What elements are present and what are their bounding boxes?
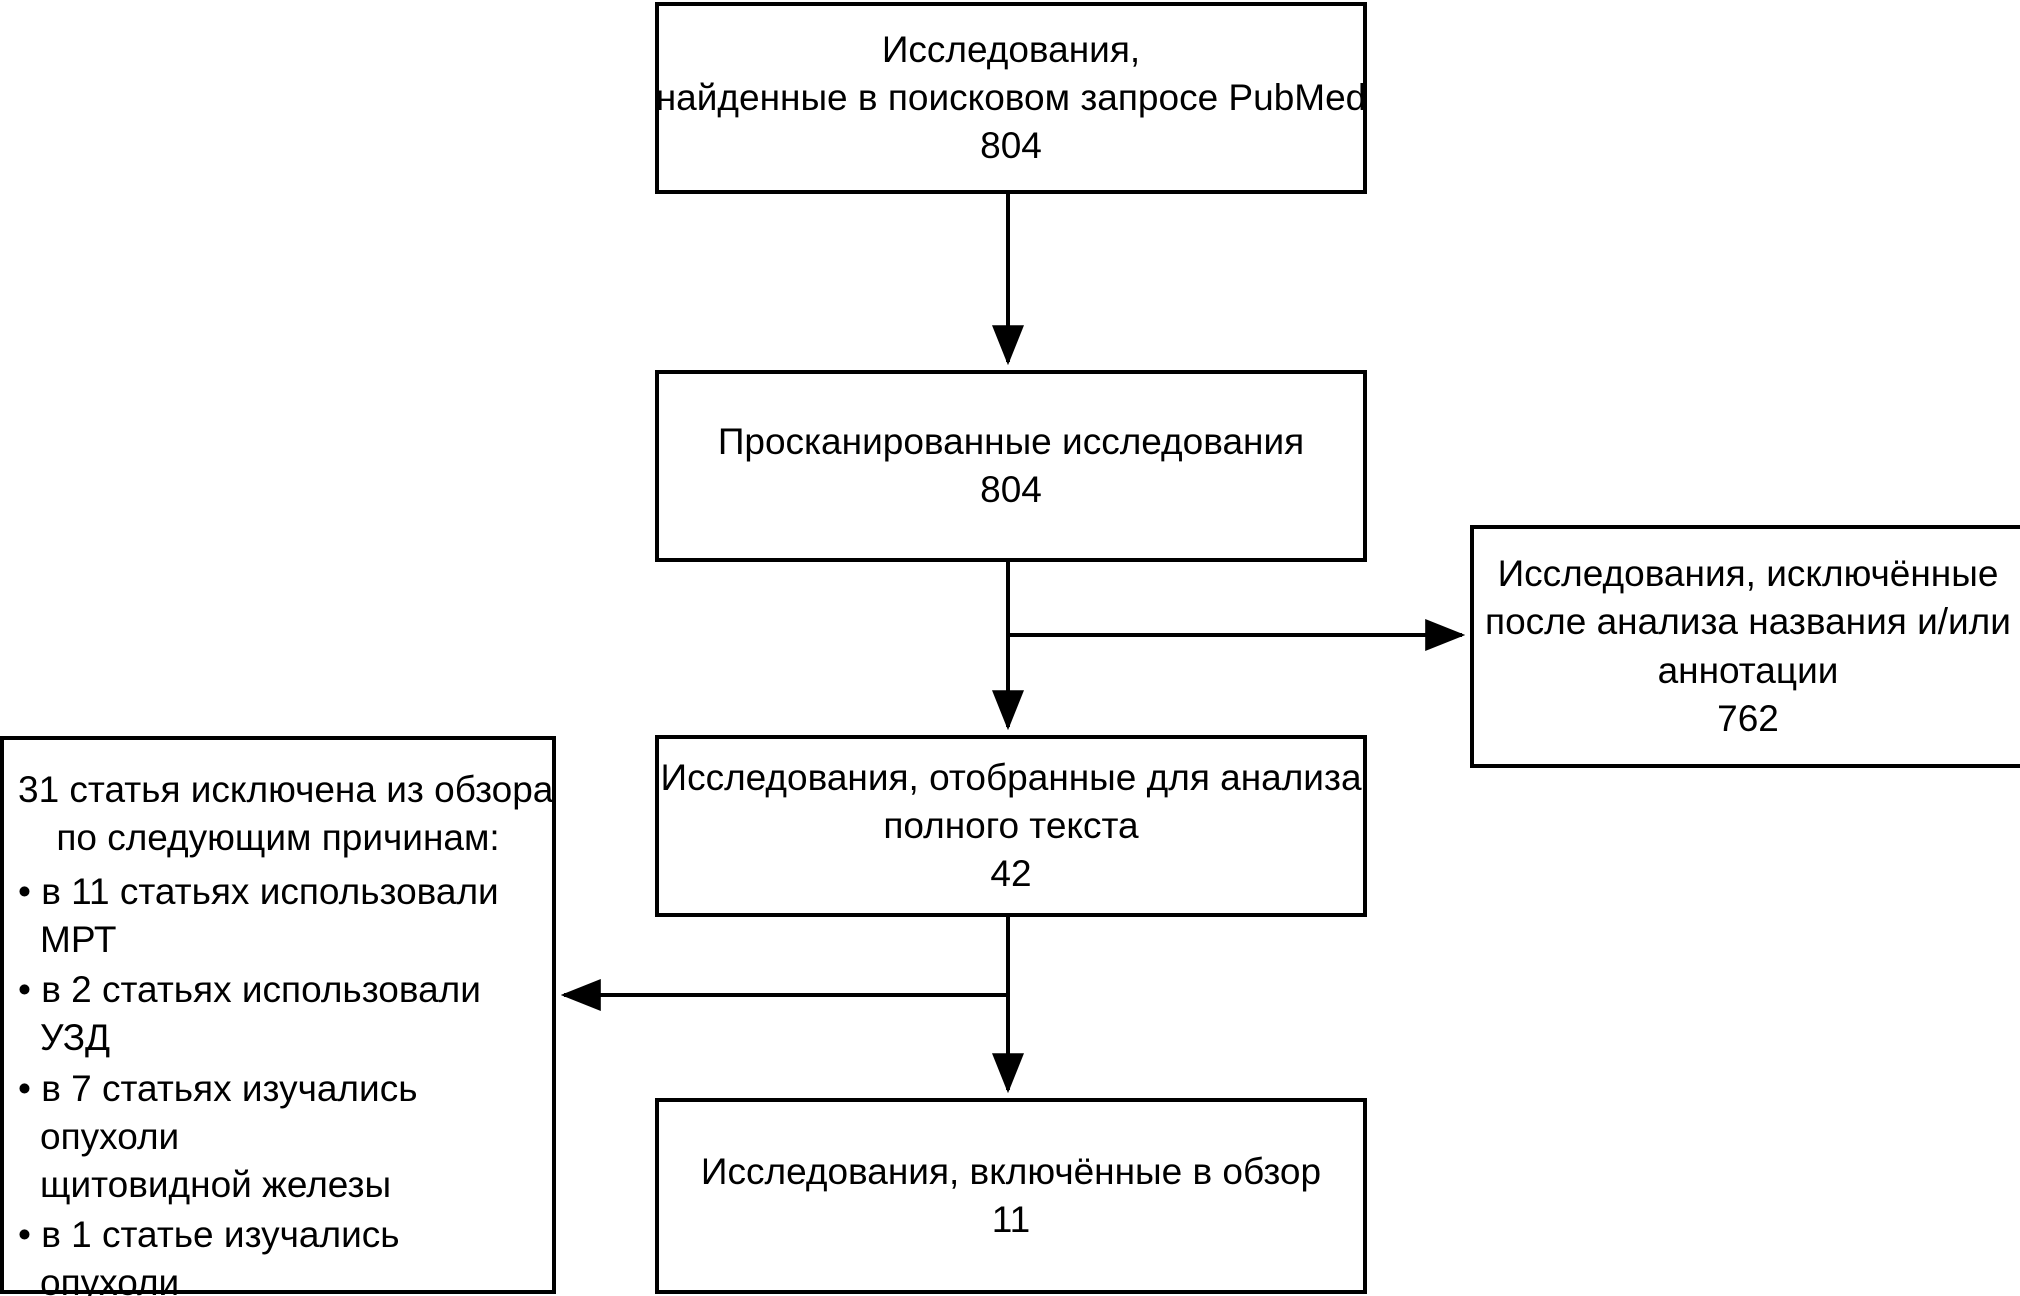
bullet-glyph: • [18,969,42,1011]
excluded-left-heading-line-1: 31 статья исключена из обзора [18,769,554,810]
reason-text-cont: щитовидной железы [40,1163,392,1205]
reason-text: в 7 статьях изучались опухоли [40,1067,418,1157]
studies-excluded-title-abstract-box: Исследования, исключённые после анализа … [1470,525,2020,768]
excluded-left-heading-line-2: по следующим причинам: [56,817,500,859]
studies-included-box: Исследования, включённые в обзор 11 [655,1098,1367,1294]
studies-screened-line-1: Просканированные исследования [717,420,1305,462]
bullet-glyph: • [18,1067,42,1109]
list-item: • в 2 статьях использовали УЗД [18,966,538,1062]
reason-text: в 11 статьях использовали МРТ [40,871,499,961]
excluded-right-line-2: после анализа названия и/или [1485,601,2011,643]
studies-included-line-1: Исследования, включённые в обзор [700,1150,1322,1192]
studies-full-text-box: Исследования, отобранные для анализа пол… [655,735,1367,917]
list-item: • в 1 статье изучались опухоли пищевода [18,1211,538,1296]
excluded-right-line-1: Исследования, исключённые [1497,553,1999,595]
bullet-glyph: • [18,871,42,913]
studies-full-text-line-2: полного текста [883,804,1139,846]
list-item: • в 11 статьях использовали МРТ [18,868,538,964]
studies-full-text-count: 42 [990,853,1032,895]
reason-text: в 1 статье изучались опухоли [40,1213,400,1296]
list-item: • в 7 статьях изучались опухоли щитовидн… [18,1065,538,1209]
reason-text: в 2 статьях использовали УЗД [40,969,481,1059]
studies-screened-box: Просканированные исследования 804 [655,370,1367,562]
studies-identified-count: 804 [980,125,1042,167]
studies-identified-line-1: Исследования, [881,28,1141,70]
bullet-glyph: • [18,1213,42,1255]
studies-identified-box: Исследования, найденные в поисковом запр… [655,2,1367,194]
studies-included-count: 11 [991,1199,1031,1240]
studies-screened-count: 804 [980,469,1042,510]
studies-identified-line-2: найденные в поисковом запросе PubMed [655,76,1367,118]
excluded-right-count: 762 [1717,697,1779,739]
studies-excluded-full-text-box: 31 статья исключена из обзора по следующ… [0,736,556,1296]
excluded-right-line-3: аннотации [1657,649,1839,691]
excluded-left-reason-list: • в 11 статьях использовали МРТ • в 2 ст… [18,866,538,1296]
studies-full-text-line-1: Исследования, отобранные для анализа [660,756,1362,798]
